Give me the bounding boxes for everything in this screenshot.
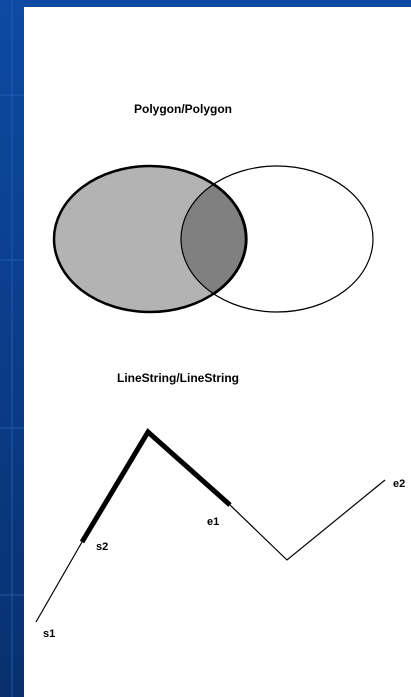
- intersection-outline: [212, 182, 248, 296]
- polygon-polygon-title: Polygon/Polygon: [134, 102, 232, 116]
- label-s2: s2: [96, 541, 109, 553]
- content-panel: [24, 7, 411, 697]
- linestring-overlap: [79, 428, 232, 544]
- label-s1: s1: [43, 628, 56, 640]
- linestring-linestring-title: LineString/LineString: [117, 371, 239, 385]
- right-polygon: [180, 165, 374, 313]
- label-e2: e2: [393, 478, 406, 490]
- label-e1: e1: [207, 516, 220, 528]
- polygon-intersection: [181, 166, 246, 312]
